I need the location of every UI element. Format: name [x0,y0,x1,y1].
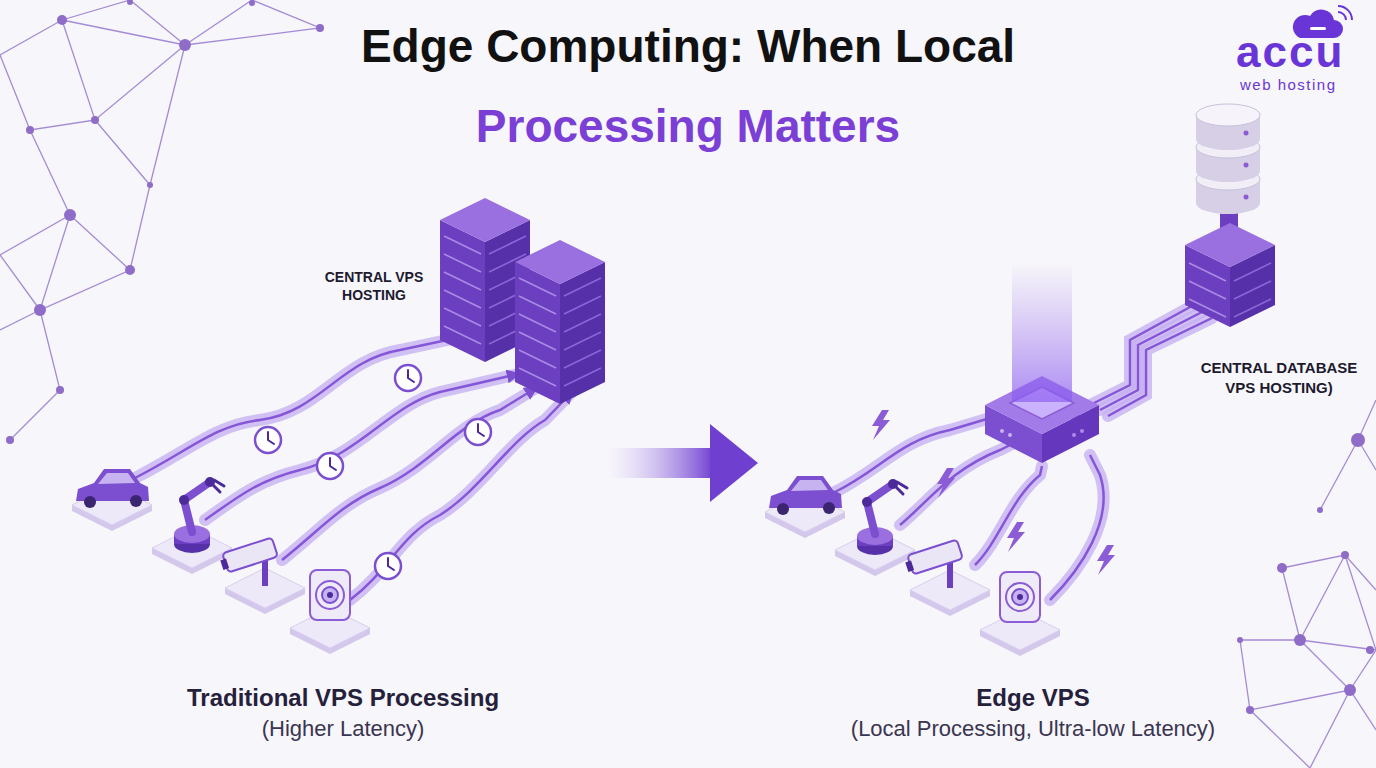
robot-arm-icon [835,479,915,576]
lightning-icon [872,410,890,440]
lightning-icon [937,468,955,498]
latency-paths [135,336,572,600]
logo-wordmark: accu [1236,26,1370,79]
sensor-icon [290,570,370,654]
server-label: CENTRAL DATABASE VPS HOSTING) [1186,356,1372,399]
clock-icon [255,427,281,453]
server-tower [515,240,605,404]
panel-subcaption: (Higher Latency) [93,716,593,742]
sensor-icon [980,572,1060,656]
title: Edge Computing: When Local Processing Ma… [298,6,1078,166]
node-text: CENTRAL VPS HOSTING [316,268,432,304]
database-server [1185,223,1275,327]
camera-icon [218,537,305,614]
database-stack [1196,104,1260,230]
lightning-icon [1007,522,1025,552]
logo-tagline: web hosting [1240,76,1372,94]
panel-subcaption: (Local Processing, Ultra-low Latency) [783,716,1283,742]
clock-icon [465,419,491,445]
network-dots [6,0,1374,714]
panel-caption: Edge VPS [783,684,1283,713]
transition-arrow [608,424,758,502]
camera-icon [903,539,990,616]
lightning-icon [1097,545,1115,575]
car-icon [765,476,845,538]
clock-icon [317,453,343,479]
car-icon [72,469,152,531]
server-label: CENTRAL VPS HOSTING [312,266,436,306]
node-text: CENTRAL DATABASE VPS HOSTING) [1190,358,1368,397]
clock-icon [375,553,401,579]
clock-icon [395,365,421,391]
robot-arm-icon [152,477,232,574]
processing-beam [1012,262,1072,402]
panel-caption: Traditional VPS Processing [93,684,593,713]
